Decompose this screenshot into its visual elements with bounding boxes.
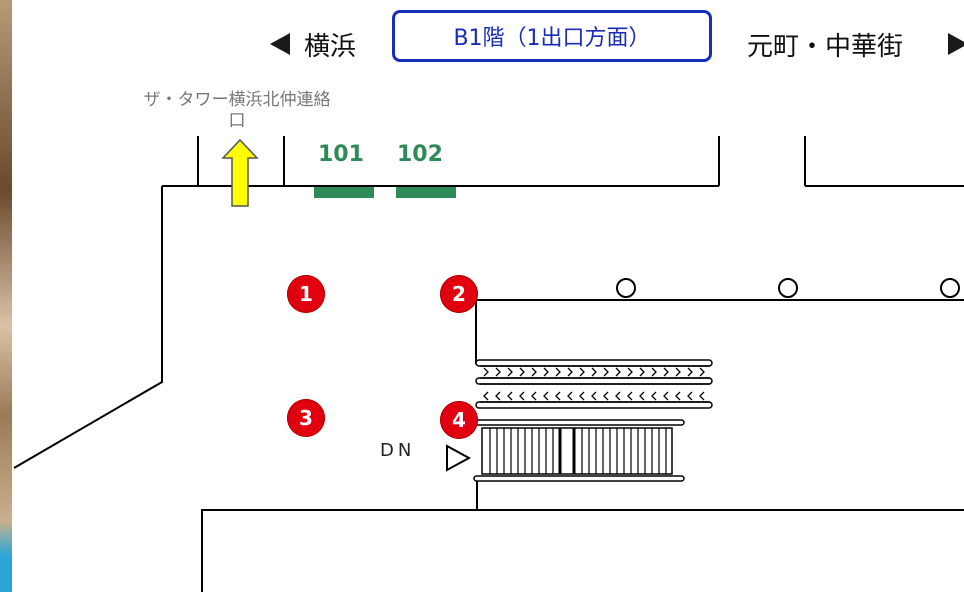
right-station-label[interactable]: 元町・中華街 <box>747 32 904 62</box>
pillar-1 <box>616 278 636 298</box>
background-photo-edge <box>0 0 12 592</box>
exit-101-label[interactable]: 101 <box>318 142 364 167</box>
escalator-upper <box>475 359 713 409</box>
triangle-right-icon[interactable] <box>948 33 964 55</box>
lower-wall <box>201 509 964 592</box>
left-station-label[interactable]: 横浜 <box>304 32 357 62</box>
platform-edge-upper <box>475 299 964 364</box>
connection-label: ザ・タワー横浜北仲連絡 口 <box>112 90 362 132</box>
triangle-right-outline-icon <box>446 444 472 472</box>
exit-102-bar <box>396 187 456 198</box>
stairs-direction-label: DN <box>380 440 416 461</box>
pillar-2 <box>778 278 798 298</box>
marker-2[interactable]: 2 <box>440 275 478 313</box>
floor-label: B1階（1出口方面） <box>453 26 651 51</box>
arrow-up-icon <box>221 138 259 207</box>
marker-4[interactable]: 4 <box>440 401 478 439</box>
left-wall <box>13 186 163 469</box>
exit-102-label[interactable]: 102 <box>397 142 443 167</box>
pillar-3 <box>940 278 960 298</box>
connection-label-line2: 口 <box>228 111 246 131</box>
triangle-left-icon[interactable] <box>270 33 290 55</box>
marker-3[interactable]: 3 <box>287 399 325 437</box>
connection-label-line1: ザ・タワー横浜北仲連絡 <box>143 90 331 110</box>
exit-101-bar <box>314 187 374 198</box>
marker-1[interactable]: 1 <box>287 275 325 313</box>
stairs <box>473 419 685 482</box>
floor-label-box: B1階（1出口方面） <box>392 10 712 62</box>
